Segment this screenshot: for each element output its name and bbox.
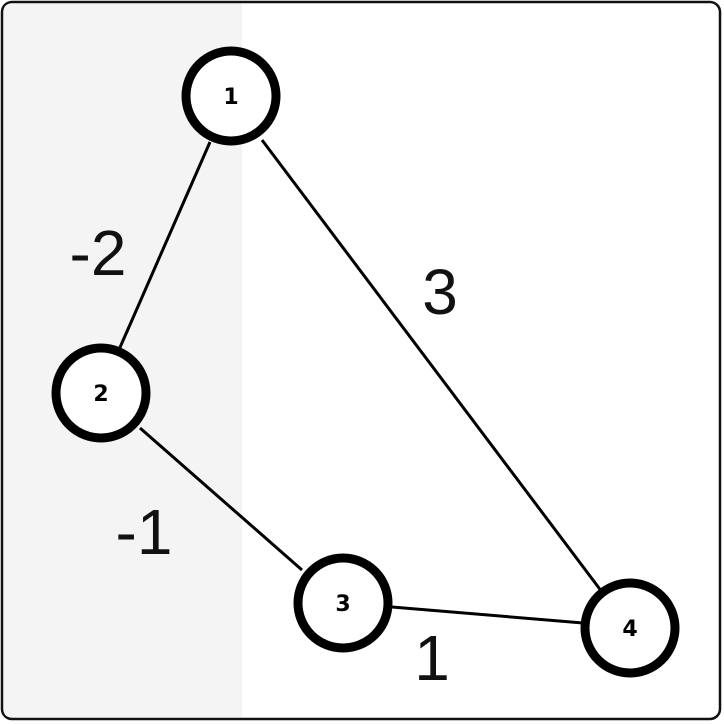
node-2-label: 2 — [93, 382, 108, 407]
node-3-circle — [293, 553, 393, 653]
edge-3-4 — [391, 605, 584, 625]
node-1-label: 1 — [223, 85, 238, 110]
node-4: 4 — [580, 578, 680, 678]
edge-2-3 — [139, 426, 303, 572]
edge-1-2 — [116, 141, 212, 353]
node-2-circle — [51, 343, 151, 443]
node-1-circle — [181, 46, 281, 146]
node-3-label: 3 — [335, 592, 350, 617]
node-3: 3 — [293, 553, 393, 653]
edge-weight-1-4: 3 — [422, 256, 458, 328]
edge-1-4 — [260, 139, 604, 593]
node-4-circle — [580, 578, 680, 678]
edge-weight-3-4: 1 — [414, 622, 450, 694]
edge-weight-2-3: -1 — [116, 496, 173, 568]
node-1: 1 — [181, 46, 281, 146]
edge-weight-1-2: -2 — [70, 217, 127, 289]
node-2: 2 — [51, 343, 151, 443]
node-4-label: 4 — [622, 617, 637, 642]
